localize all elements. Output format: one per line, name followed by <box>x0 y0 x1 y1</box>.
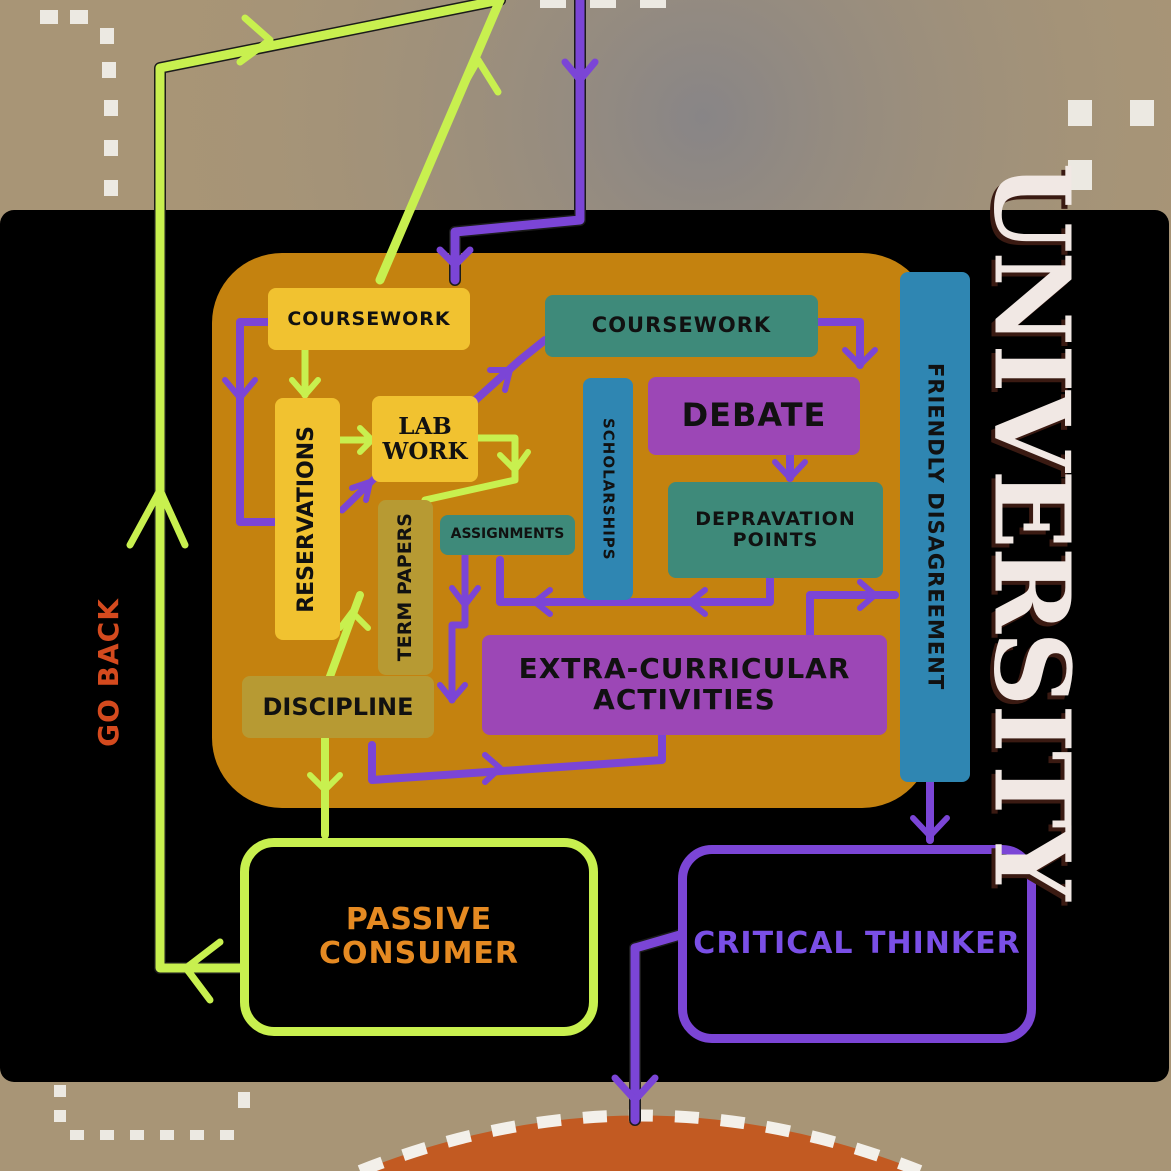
outcome-passive-consumer: PASSIVE CONSUMER <box>240 838 598 1036</box>
entry-purple-path <box>450 0 585 285</box>
scholarships-label: SCHOLARSHIPS <box>599 417 618 561</box>
friendly-disagreement-label: FRIENDLY DISAGREEMENT <box>923 363 948 691</box>
outcome-critical-thinker: CRITICAL THINKER <box>678 845 1036 1043</box>
university-title-text: UNIVERSITY <box>970 161 1094 899</box>
node-discipline: DISCIPLINE <box>242 676 434 738</box>
node-coursework-right: COURSEWORK <box>545 295 818 357</box>
go-back-label: GO BACK <box>86 585 130 760</box>
term-papers-label: TERM PAPERS <box>394 513 417 662</box>
node-scholarships: SCHOLARSHIPS <box>583 378 633 600</box>
node-friendly-disagreement: FRIENDLY DISAGREEMENT <box>900 272 970 782</box>
go-back-text: GO BACK <box>91 598 125 747</box>
entry-green-path <box>375 0 505 285</box>
node-debate: DEBATE <box>648 377 860 455</box>
dotted-border-decoration <box>40 0 1154 1140</box>
university-title: UNIVERSITY <box>971 162 1094 898</box>
reservations-label: RESERVATIONS <box>294 425 320 613</box>
node-lab-work: LAB WORK <box>372 396 478 482</box>
node-coursework-left: COURSEWORK <box>268 288 470 350</box>
node-term-papers: TERM PAPERS <box>378 500 433 675</box>
node-extra-curricular: EXTRA-CURRICULAR ACTIVITIES <box>482 635 887 735</box>
node-depravation-points: DEPRAVATION POINTS <box>668 482 883 578</box>
exit-purple-path <box>630 930 685 1125</box>
node-reservations: RESERVATIONS <box>275 398 340 640</box>
node-assignments: ASSIGNMENTS <box>440 515 575 555</box>
go-back-path <box>155 0 505 973</box>
